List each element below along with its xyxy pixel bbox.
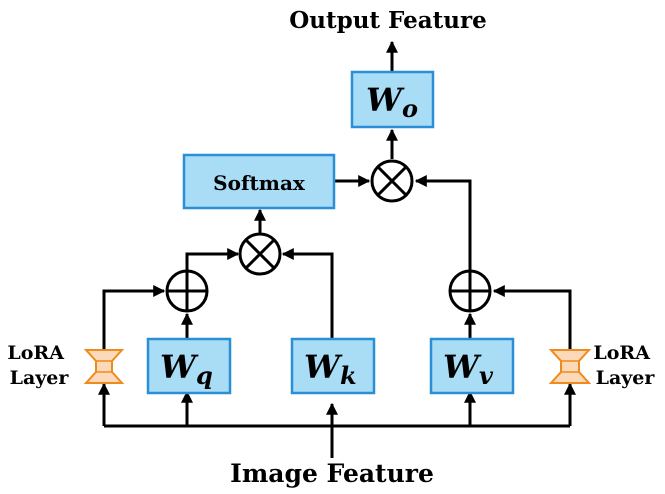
lora-left-icon [83, 349, 125, 384]
w-v-box: Wv [429, 337, 515, 395]
add-left-icon [165, 269, 209, 313]
softmax-box: Softmax [182, 153, 336, 210]
multiply-top-icon [370, 159, 414, 203]
image-feature-label: Image Feature [230, 459, 434, 488]
svg-text:Wo: Wo [366, 81, 418, 123]
svg-text:Wk: Wk [304, 348, 357, 390]
add-right-icon [448, 269, 492, 313]
w-q-box: Wq [146, 337, 232, 395]
wires [98, 40, 576, 458]
multiply-mid-icon [238, 232, 282, 276]
svg-text:Wq: Wq [160, 348, 213, 390]
lora-left-label: LoRA Layer [7, 342, 70, 389]
output-feature-label: Output Feature [289, 7, 487, 34]
lora-right-label: LoRA Layer [593, 342, 656, 389]
svg-text:Wv: Wv [443, 348, 494, 390]
lora-right-icon [548, 349, 592, 384]
softmax-label: Softmax [213, 171, 306, 195]
w-k-box: Wk [290, 337, 376, 395]
w-o-box: Wo [350, 70, 435, 129]
